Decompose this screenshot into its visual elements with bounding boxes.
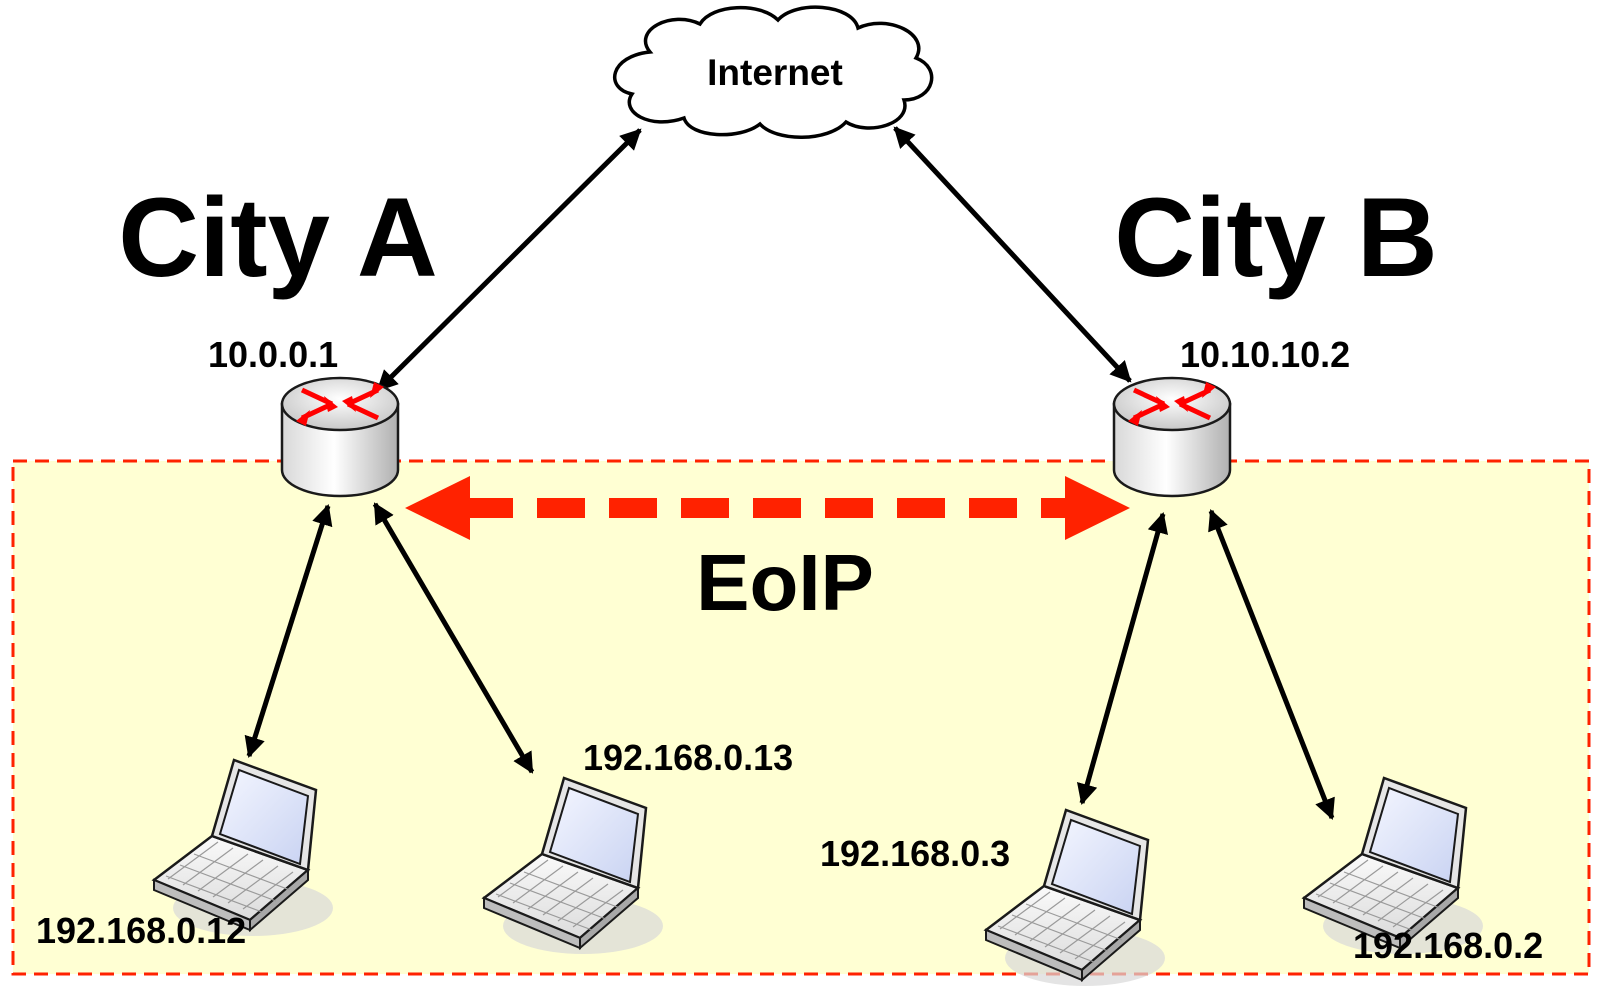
tunnel-label: EoIP <box>696 538 874 627</box>
link-router-b-host-2 <box>1208 509 1335 820</box>
site-a-router-ip: 10.0.0.1 <box>208 334 338 375</box>
link-router-b-host-3 <box>1076 511 1169 806</box>
eoip-tunnel-arrow <box>405 476 1130 540</box>
link-internet-router-a <box>376 128 642 392</box>
link-internet-router-b <box>893 126 1132 383</box>
host-ip: 192.168.0.12 <box>36 910 246 951</box>
cloud-icon <box>613 5 934 139</box>
site-b-title: City B <box>1114 175 1438 300</box>
router-icon <box>282 378 398 496</box>
site-a-title: City A <box>118 175 437 300</box>
host-ip: 192.168.0.13 <box>583 737 793 778</box>
link-router-a-host-13 <box>372 502 535 774</box>
link-router-a-host-12 <box>244 503 333 759</box>
host-ip: 192.168.0.3 <box>820 833 1010 874</box>
host-ip: 192.168.0.2 <box>1353 925 1543 966</box>
router-icon <box>1114 378 1230 496</box>
internet-label: Internet <box>707 52 843 93</box>
site-b-router-ip: 10.10.10.2 <box>1180 334 1350 375</box>
